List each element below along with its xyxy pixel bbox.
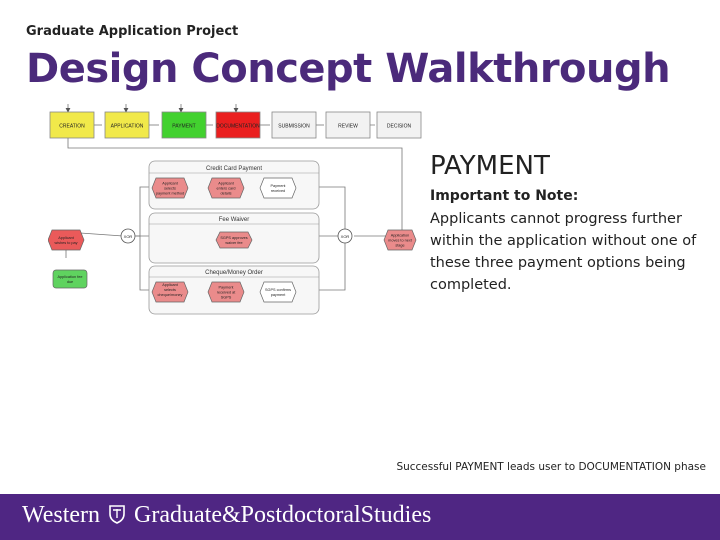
footer-western: Western: [22, 502, 101, 528]
panel-credit-card-title: Credit Card Payment: [206, 166, 262, 172]
footer-school: Graduate&PostdoctoralStudies: [134, 502, 432, 528]
cc-node-2-text: received: [271, 189, 285, 193]
xor-left-label: XOR: [124, 234, 133, 239]
stage-label: REVIEW: [338, 124, 358, 130]
xor-right-label: XOR: [341, 234, 350, 239]
cm-node-2-text: SGPS confirms: [265, 288, 291, 292]
right-event-text: moves to next: [388, 239, 413, 243]
cm-node-0-text: cheque/money: [158, 293, 183, 297]
footer-logo: Western Graduate&PostdoctoralStudies: [22, 502, 431, 529]
cc-node-0: [151, 177, 189, 199]
footer-banner: Western Graduate&PostdoctoralStudies: [0, 494, 720, 540]
xor-right: [337, 228, 353, 244]
panel-cheque-title: Cheque/Money Order: [205, 270, 263, 276]
stage-box-creation: [49, 111, 95, 139]
left-event-text: wishes to pay: [54, 241, 77, 245]
crest-icon: [109, 505, 125, 524]
cm-node-1: [207, 281, 245, 303]
cm-node-2-text: payment: [271, 293, 287, 297]
left-state-text: due: [67, 280, 73, 284]
fw-node-0: [215, 231, 253, 249]
note-body: Applicants cannot progress further withi…: [430, 211, 697, 293]
panel-fee-waiver-title: Fee Waiver: [219, 217, 249, 223]
cm-node-0: [151, 281, 189, 303]
cm-node-2: [259, 281, 297, 303]
footnote: Successful PAYMENT leads user to DOCUMEN…: [396, 461, 706, 473]
xor-left: [120, 228, 136, 244]
fw-node-0-text: SGPS approves: [220, 236, 247, 240]
cm-node-0-text: Applicant: [162, 283, 179, 287]
cc-node-1-text: enters card: [217, 187, 236, 191]
right-event-text: Application: [391, 234, 410, 238]
cc-node-1-text: Applicant: [218, 182, 235, 186]
stage-label: APPLICATION: [111, 124, 144, 130]
fw-node-0-text: waiver fee: [225, 241, 242, 245]
right-event-text: stage: [395, 244, 404, 248]
left-state-box: [52, 269, 88, 289]
cc-node-2-text: Payment: [271, 184, 287, 188]
stage-label: PAYMENT: [172, 124, 195, 130]
stage-box-application: [104, 111, 150, 139]
cm-node-1-text: SGPS: [221, 296, 232, 300]
note-title: Important to Note:: [430, 188, 579, 204]
cm-node-1-text: received at: [217, 291, 237, 295]
eyebrow-text: Graduate Application Project: [26, 24, 239, 39]
cc-node-1-text: details: [221, 192, 232, 196]
cm-node-0-text: selects: [164, 288, 176, 292]
stage-label: DOCUMENTATION: [216, 124, 260, 130]
cc-node-0-text: selects: [164, 187, 176, 191]
cm-node-1-text: Payment: [219, 286, 235, 290]
stage-label: SUBMISSION: [278, 124, 310, 130]
cc-node-0-text: Applicant: [162, 182, 179, 186]
cc-node-1: [207, 177, 245, 199]
payment-process-diagram: Credit Card Payment Fee Waiver Cheque/Mo…: [48, 104, 422, 315]
stage-label: CREATION: [59, 124, 85, 130]
stage-label: DECISION: [387, 124, 412, 130]
left-event-text: Applicant: [58, 236, 75, 240]
left-state-text: Application fee: [58, 275, 83, 279]
stage-box-payment: [161, 111, 207, 139]
page-title: Design Concept Walkthrough: [26, 46, 671, 92]
stage-box-decision: [376, 111, 422, 139]
right-event: [383, 229, 417, 251]
section-heading: PAYMENT: [430, 151, 550, 181]
cc-node-0-text: payment method: [156, 192, 184, 196]
stage-box-submission: [271, 111, 317, 139]
cc-node-2: [259, 177, 297, 199]
stage-box-review: [325, 111, 371, 139]
stage-box-documentation: [215, 111, 261, 139]
left-event: [48, 229, 85, 251]
